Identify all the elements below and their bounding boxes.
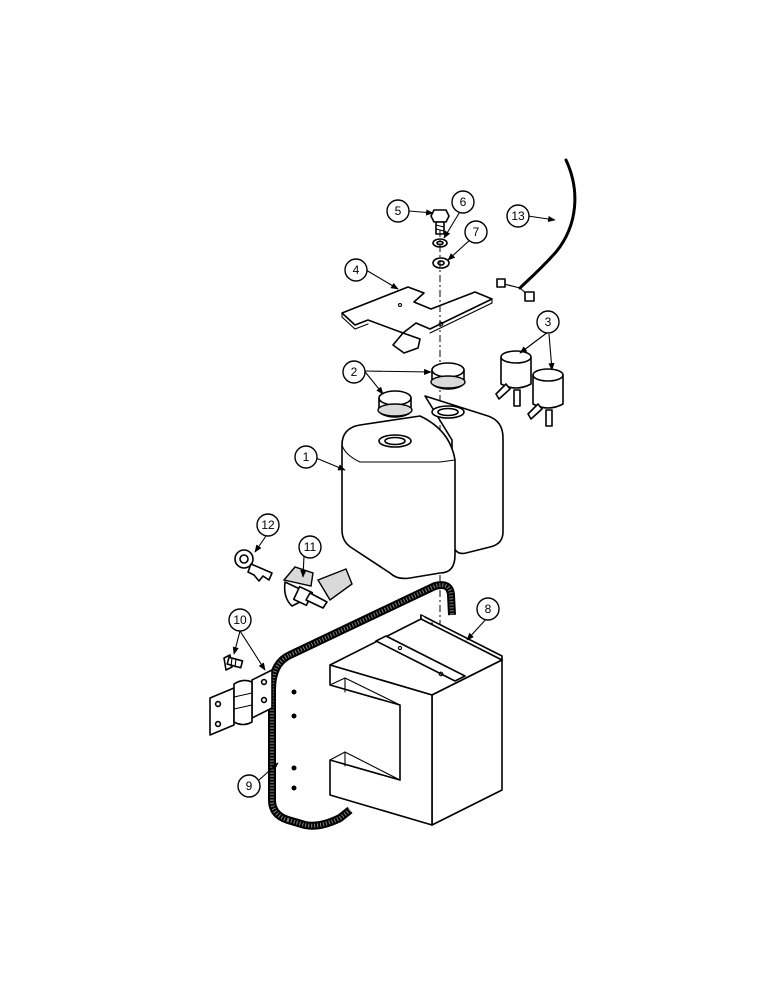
mounting-plate: [341, 286, 493, 354]
key: [234, 549, 273, 582]
washer-reservoir: [424, 395, 504, 555]
callout-12: 12: [256, 513, 280, 537]
hinge: [209, 669, 273, 736]
callout-label: 3: [545, 315, 552, 329]
callout-label: 9: [246, 779, 253, 793]
callout-7: 7: [464, 220, 488, 244]
callout-label: 13: [511, 209, 525, 223]
callout-13: 13: [506, 204, 530, 228]
callout-4: 4: [344, 258, 368, 282]
callout-9: 9: [237, 774, 261, 798]
leader-lines: [232, 209, 556, 781]
callout-label: 2: [351, 365, 358, 379]
seal-gasket: [268, 581, 456, 830]
callout-6: 6: [451, 190, 475, 214]
washer-reservoir: [341, 415, 456, 580]
callout-label: 5: [395, 204, 402, 218]
callout-1: 1: [294, 445, 318, 469]
callout-8: 8: [476, 597, 500, 621]
callout-label: 8: [485, 602, 492, 616]
callout-label: 10: [233, 613, 247, 627]
callout-label: 11: [304, 540, 317, 554]
callout-label: 1: [303, 450, 310, 464]
callout-5: 5: [386, 199, 410, 223]
bolt: [430, 209, 450, 235]
callout-11: 11: [298, 535, 322, 559]
callout-2: 2: [342, 360, 366, 384]
wire-harness: [496, 158, 577, 302]
callout-10: 10: [228, 608, 252, 632]
mounting-bracket-box: [329, 614, 503, 826]
washer-pump: [495, 350, 532, 407]
hinge-screw: [223, 654, 244, 671]
reservoir-cap: [430, 362, 466, 390]
callout-label: 12: [261, 518, 275, 532]
callout-3: 3: [536, 310, 560, 334]
washer-pump: [527, 368, 564, 427]
flat-washer: [432, 257, 450, 269]
reservoir-cap: [377, 390, 413, 418]
callout-label: 7: [473, 225, 480, 239]
callout-label: 6: [460, 195, 467, 209]
callout-label: 4: [353, 263, 360, 277]
lock-cylinder: [282, 566, 353, 609]
